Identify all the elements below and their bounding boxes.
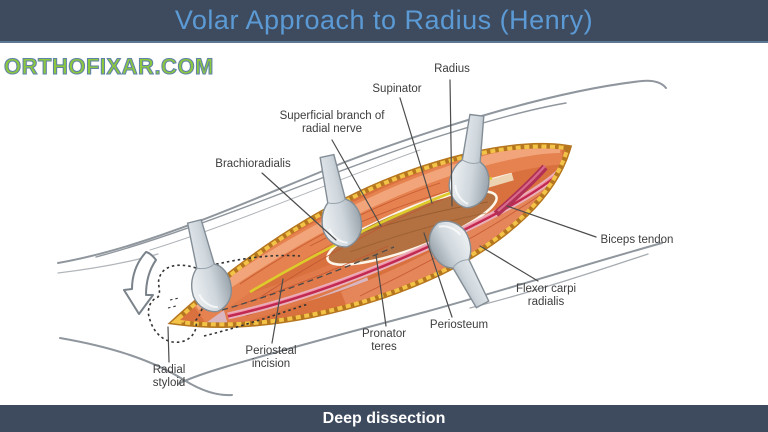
label-brachioradialis: Brachioradialis — [215, 158, 291, 170]
page-title: Volar Approach to Radius (Henry) — [174, 5, 594, 35]
label-radius: Radius — [434, 63, 470, 75]
label-radial-styloid: Radial styloid — [152, 364, 186, 389]
label-flexor-carpi-radialis: Flexor carpi radialis — [515, 283, 577, 308]
label-superficial-branch-radial-nerve: Superficial branch of radial nerve — [279, 110, 385, 135]
footer-bar: Deep dissection — [0, 405, 768, 432]
label-periosteal-incision: Periosteal incision — [245, 345, 297, 370]
label-pronator-teres: Pronator teres — [361, 328, 407, 353]
watermark-text: ORTHOFIXAR.COM — [4, 54, 214, 80]
label-supinator: Supinator — [372, 83, 422, 95]
leader-lines — [167, 79, 597, 363]
rotation-arrow-icon — [123, 251, 157, 315]
exposed-radius-window — [326, 190, 498, 266]
label-biceps-tendon: Biceps tendon — [600, 234, 674, 246]
label-periosteum: Periosteum — [429, 319, 489, 331]
arm-contours — [57, 79, 667, 397]
footer-caption: Deep dissection — [322, 409, 446, 427]
header-bar: Volar Approach to Radius (Henry) — [0, 0, 768, 43]
